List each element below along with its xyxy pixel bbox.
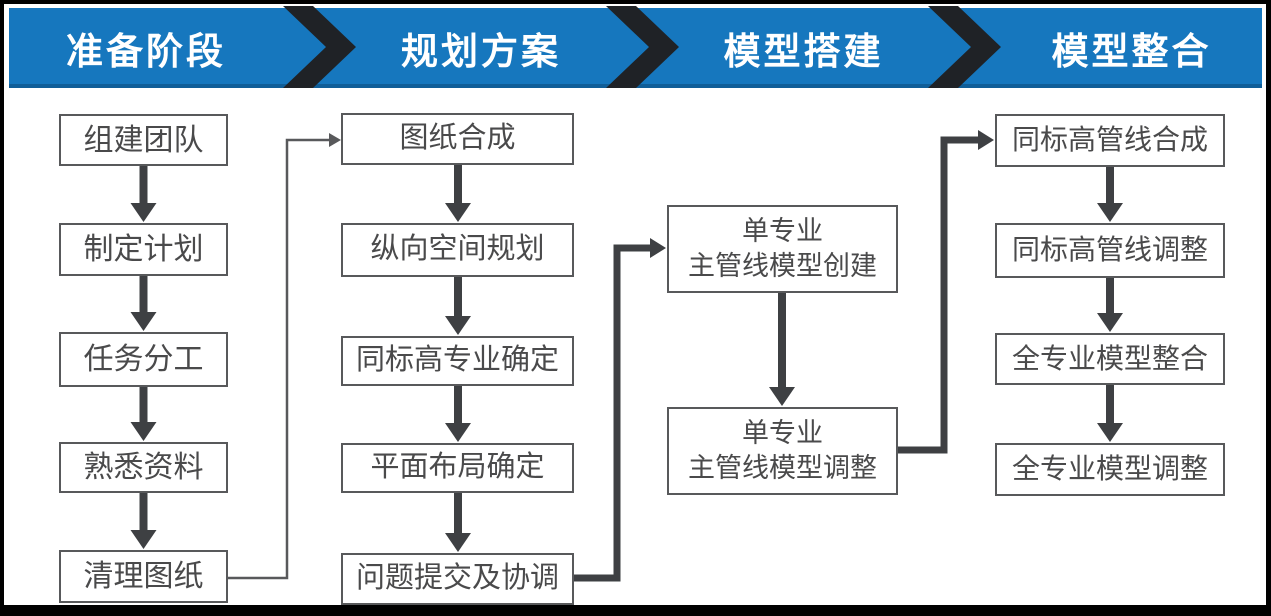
chevron-right-icon — [606, 6, 679, 88]
stage-header-model-build: 模型搭建 — [723, 31, 884, 72]
stage-header-planning: 规划方案 — [401, 31, 561, 72]
flow-step-box: 单专业 主管线模型调整 — [667, 407, 898, 495]
arrow-down-icon — [769, 387, 795, 406]
arrow-down-icon — [130, 203, 157, 222]
flow-step-box: 全专业模型整合 — [995, 333, 1225, 385]
arrow-down-icon — [445, 533, 471, 552]
stage-header-model-merge: 模型整合 — [1051, 31, 1212, 72]
arrow-down-icon — [445, 423, 471, 442]
flow-step-box: 熟悉资料 — [59, 442, 228, 493]
arrow-right-icon — [329, 133, 341, 147]
flow-step-box: 问题提交及协调 — [341, 553, 574, 605]
arrow-down-icon — [1097, 203, 1123, 222]
flow-step-box: 组建团队 — [59, 114, 228, 166]
flow-step-box: 同标高管线合成 — [995, 114, 1225, 167]
flow-step-box: 图纸合成 — [341, 113, 574, 165]
chevron-right-icon — [283, 6, 356, 88]
arrow-down-icon — [445, 316, 471, 335]
flow-step-box: 平面布局确定 — [341, 443, 574, 493]
connector-col3-to-col4 — [898, 136, 979, 454]
flow-step-box: 同标高管线调整 — [995, 223, 1225, 278]
connector-col1-to-col2 — [228, 138, 330, 580]
flow-step-box: 同标高专业确定 — [341, 336, 574, 386]
flow-arrows — [130, 165, 1123, 552]
flow-step-box: 单专业 主管线模型创建 — [667, 205, 898, 293]
flow-step-box: 清理图纸 — [59, 550, 228, 603]
flow-step-box: 任务分工 — [59, 332, 228, 387]
flow-step-box: 全专业模型调整 — [995, 443, 1225, 496]
flow-step-box: 制定计划 — [59, 223, 228, 276]
arrow-down-icon — [130, 530, 157, 549]
arrow-down-icon — [445, 203, 471, 222]
chevron-right-icon — [928, 6, 1001, 88]
flow-step-box: 纵向空间规划 — [341, 223, 574, 277]
arrow-right-icon — [650, 238, 666, 258]
arrow-down-icon — [1097, 313, 1123, 332]
connector-col2-to-col3 — [574, 244, 651, 582]
arrow-right-icon — [978, 130, 994, 150]
stage-header-preparation: 准备阶段 — [66, 31, 226, 72]
arrow-down-icon — [1097, 423, 1123, 442]
arrow-down-icon — [130, 312, 157, 331]
arrow-down-icon — [130, 422, 157, 441]
